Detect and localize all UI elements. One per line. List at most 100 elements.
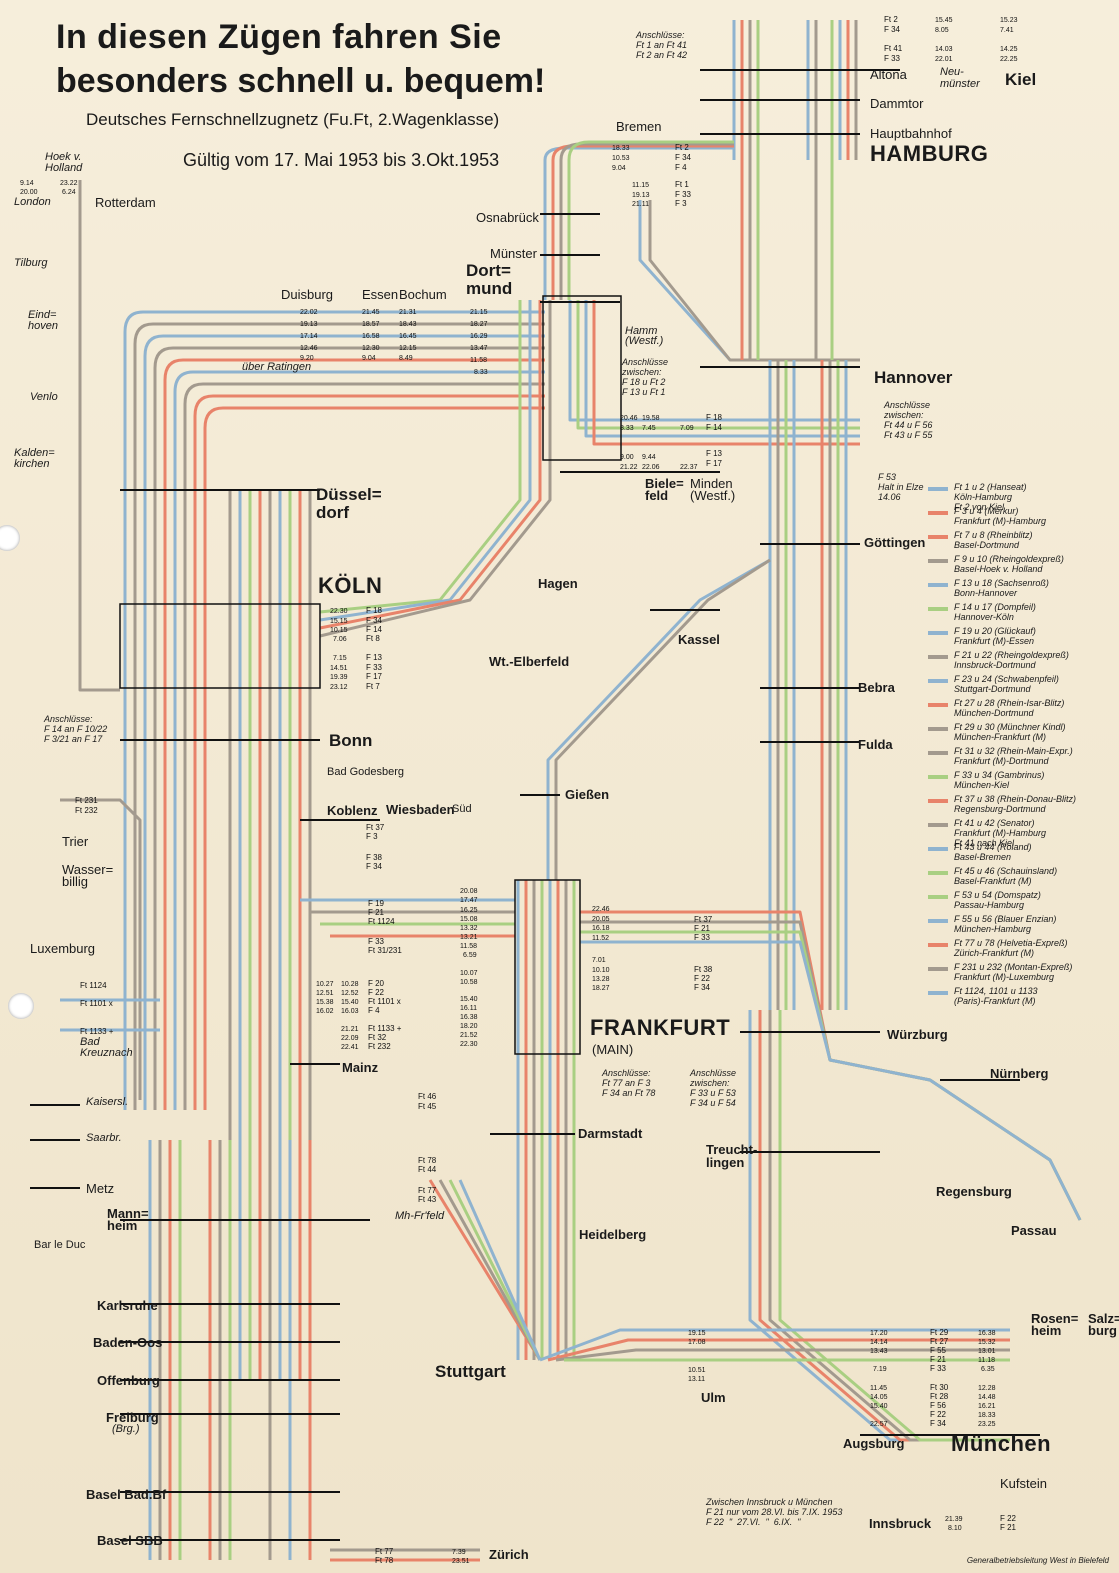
- departure-time: 9.04: [612, 165, 626, 172]
- city-minden: Minden (Westf.): [690, 476, 736, 503]
- note-frankfurt-connections-1: Anschlüsse: Ft 77 an F 3 F 34 an Ft 78: [602, 1068, 656, 1098]
- train-number-label: F 3: [675, 199, 687, 208]
- departure-time: 16.38: [460, 1014, 478, 1021]
- city-giessen: Gießen: [565, 787, 610, 802]
- train-number-label: Ft 1: [675, 180, 689, 189]
- route-line: [758, 1010, 1010, 1442]
- departure-time: 7.45: [642, 425, 656, 432]
- train-number-label: Ft 31/231: [368, 946, 402, 955]
- train-number-label: Ft 37: [694, 915, 713, 924]
- city-hagen: Hagen: [538, 576, 578, 591]
- headline-line2: besonders schnell u. bequem!: [56, 62, 546, 100]
- train-number-label: Ft 77: [375, 1547, 394, 1556]
- departure-time: 16.58: [362, 333, 380, 340]
- city-basel-bad: Basel Bad.Bf: [86, 1487, 167, 1502]
- route-line: [60, 798, 142, 1100]
- route-line: [778, 1010, 1010, 1442]
- frankfurt-station-box: [514, 879, 581, 1055]
- train-number-label: F 18: [706, 413, 723, 422]
- legend-swatch: [928, 655, 948, 659]
- legend-label: Ft 29 u 30 (Münchner Kindl) München-Fran…: [954, 722, 1066, 742]
- train-number-label: Ft 1124: [80, 981, 107, 990]
- legend-swatch: [928, 511, 948, 515]
- legend-label: Ft 31 u 32 (Rhein-Main-Expr.) Frankfurt …: [954, 746, 1073, 766]
- city-kiel: Kiel: [1005, 70, 1037, 89]
- train-number-label: F 22: [930, 1410, 947, 1419]
- train-number-label: Ft 1133 +: [80, 1027, 114, 1036]
- train-number-label: Ft 1133 +: [368, 1024, 402, 1033]
- departure-time: 8.05: [935, 27, 949, 34]
- train-number-label: F 22: [1000, 1514, 1017, 1523]
- departure-time: 22.30: [460, 1041, 478, 1048]
- city-rotterdam: Rotterdam: [95, 195, 156, 210]
- city-zuerich: Zürich: [489, 1547, 529, 1562]
- departure-time: 8.49: [399, 355, 413, 362]
- train-number-label: Ft 231: [75, 796, 98, 805]
- legend-swatch: [928, 895, 948, 899]
- koeln-station-box: [119, 603, 321, 689]
- departure-time: 14.51: [330, 665, 348, 672]
- departure-time: 17.20: [870, 1330, 888, 1337]
- legend-label: F 3 u 4 (Merkur) Frankfurt (M)-Hamburg: [954, 506, 1047, 526]
- departure-time: 9.14: [20, 180, 34, 187]
- city-duisburg: Duisburg: [281, 287, 334, 302]
- train-number-label: Ft 29: [930, 1328, 949, 1337]
- train-number-label: Ft 27: [930, 1337, 949, 1346]
- note-innsbruck-service: Zwischen Innsbruck u München F 21 nur vo…: [706, 1497, 843, 1527]
- city-bar-le-duc: Bar le Duc: [34, 1239, 86, 1251]
- city-kaiserslautern: Kaisersl.: [86, 1096, 129, 1108]
- train-number-label: F 34: [694, 983, 711, 992]
- departure-time: 22.06: [642, 464, 660, 471]
- legend-label: F 53 u 54 (Domspatz) Passau-Hamburg: [954, 890, 1041, 910]
- subtitle: Deutsches Fernschnellzugnetz (Fu.Ft, 2.W…: [86, 110, 500, 129]
- route-line: [559, 142, 734, 300]
- city-bochum: Bochum: [399, 287, 447, 302]
- departure-time: 21.31: [399, 309, 417, 316]
- route-line: [203, 406, 545, 1110]
- route-line: [546, 558, 771, 880]
- departure-time: 7.06: [333, 636, 347, 643]
- departure-time: 9.20: [300, 355, 314, 362]
- route-line: [193, 394, 545, 1110]
- legend-label: F 33 u 34 (Gambrinus) München-Kiel: [954, 770, 1045, 790]
- legend-swatch: [928, 967, 948, 971]
- route-line: [576, 300, 860, 430]
- legend-item: F 19 u 20 (Glückauf) Frankfurt (M)-Essen: [928, 626, 1114, 650]
- train-number-label: Ft 78: [375, 1556, 394, 1565]
- city-muenchen: München: [951, 1431, 1052, 1456]
- city-koblenz: Koblenz: [327, 803, 378, 818]
- note-hamm-connections: Anschlüsse zwischen: F 18 u Ft 2 F 13 u …: [622, 357, 669, 397]
- departure-time: 21.52: [460, 1032, 478, 1039]
- departure-time: 19.15: [688, 1330, 706, 1337]
- legend-label: Ft 43 u 44 (Roland) Basel-Bremen: [954, 842, 1032, 862]
- legend-swatch: [928, 823, 948, 827]
- train-number-label: Ft 28: [930, 1392, 949, 1401]
- city-wasserbillig: Wasser= billig: [62, 862, 114, 889]
- legend-item: Ft 77 u 78 (Helvetia-Expreß) Zürich-Fran…: [928, 938, 1114, 962]
- city-luxemburg: Luxemburg: [30, 941, 96, 956]
- departure-time: 16.25: [460, 907, 478, 914]
- departure-time: 13.28: [592, 976, 610, 983]
- train-number-label: Ft 1101 x: [80, 999, 113, 1008]
- departure-time: 18.33: [612, 145, 630, 152]
- city-bonn: Bonn: [329, 731, 373, 750]
- departure-time: 15.45: [935, 17, 953, 24]
- train-number-label: F 3: [366, 832, 378, 841]
- train-number-label: F 34: [366, 616, 383, 625]
- departure-time: 18.33: [978, 1412, 996, 1419]
- departure-time: 22.02: [300, 309, 318, 316]
- departure-time: 15.32: [978, 1339, 996, 1346]
- departure-time: 11.58: [470, 357, 487, 364]
- departure-time: 16.38: [978, 1330, 996, 1337]
- departure-time: 12.30: [362, 345, 380, 352]
- departure-time: 20.08: [460, 888, 478, 895]
- train-number-label: F 38: [366, 853, 383, 862]
- train-number-label: F 55: [930, 1346, 947, 1355]
- departure-time: 14.48: [978, 1394, 996, 1401]
- route-line: [319, 300, 552, 638]
- train-legend: Ft 1 u 2 (Hanseat) Köln-Hamburg Ft 2 von…: [928, 482, 1114, 1010]
- departure-time: 9.00: [620, 454, 634, 461]
- city-basel-sbb: Basel SBB: [97, 1533, 163, 1548]
- legend-item: Ft 43 u 44 (Roland) Basel-Bremen: [928, 842, 1114, 866]
- train-number-label: Ft 77: [418, 1186, 437, 1195]
